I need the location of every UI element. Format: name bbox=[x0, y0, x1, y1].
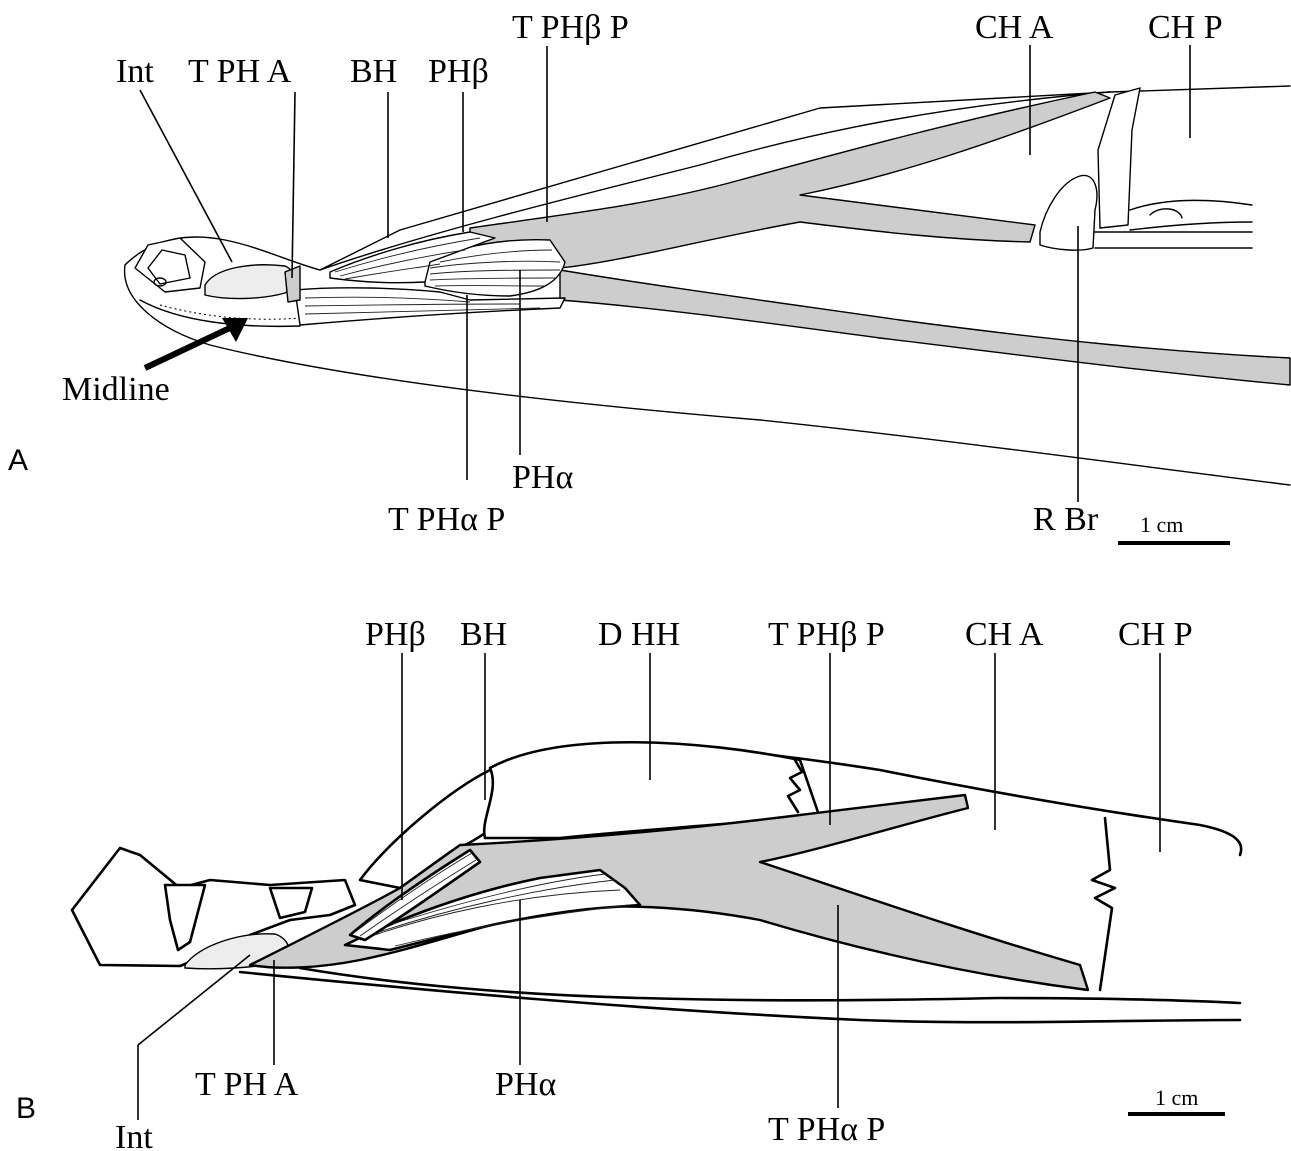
panel-a-scale-label: 1 cm bbox=[1140, 512, 1183, 537]
panel-a-symphysis-bone bbox=[135, 238, 205, 292]
panel-a-ceratohyal-posterior bbox=[1098, 88, 1140, 228]
panel-a-inner-line bbox=[1095, 232, 1252, 248]
panel-a-label-cha: CH A bbox=[975, 9, 1054, 46]
panel-a-interhyal bbox=[205, 265, 295, 299]
panel-a-label-rbr: R Br bbox=[1033, 501, 1099, 538]
panel-a-branchial-ray bbox=[1040, 175, 1097, 250]
panel-b-label-phb: PHβ bbox=[365, 616, 426, 653]
panel-b-label-bh: BH bbox=[460, 616, 507, 653]
panel-b-label-cha: CH A bbox=[965, 616, 1044, 653]
panel-a-label-bh: BH bbox=[350, 53, 397, 90]
panel-a-label-int: Int bbox=[116, 53, 154, 90]
panel-a-jaw-inner bbox=[140, 300, 300, 326]
panel-a-letter: A bbox=[8, 444, 28, 477]
panel-a-label-pha: PHα bbox=[512, 459, 573, 496]
panel-a-label-phb: PHβ bbox=[428, 53, 489, 90]
panel-a-midline-dotted bbox=[160, 305, 300, 319]
panel-b-scale-label: 1 cm bbox=[1155, 1085, 1198, 1110]
panel-a-ceratohyal-anterior-tendon bbox=[470, 92, 1110, 268]
panel-a-pha-posterior-tendon bbox=[560, 270, 1290, 385]
panel-b-label-int: Int bbox=[115, 1119, 153, 1151]
panel-a-label-chp: CH P bbox=[1148, 9, 1223, 46]
panel-a-label-midline: Midline bbox=[62, 371, 170, 408]
panel-a: Int T PH A BH PHβ T PHβ P CH A CH P Midl… bbox=[8, 9, 1290, 543]
panel-a-ceratohyal-posterior-outline bbox=[1130, 200, 1252, 230]
panel-a-midline-arrow bbox=[145, 318, 248, 368]
panel-a-label-tphbp: T PHβ P bbox=[512, 9, 629, 46]
panel-b-letter: B bbox=[16, 1092, 36, 1125]
panel-a-label-tphap: T PHα P bbox=[388, 501, 505, 538]
panel-b-ventral-outline bbox=[240, 972, 1240, 1022]
panel-b-label-tphap: T PHα P bbox=[768, 1111, 885, 1148]
panel-b-zigzag-2 bbox=[1092, 818, 1115, 990]
panel-b-label-tphbp: T PHβ P bbox=[768, 616, 885, 653]
panel-b-ventral-body bbox=[300, 968, 1240, 1003]
panel-b: PHβ BH D HH T PHβ P CH A CH P Int T PH A… bbox=[16, 616, 1241, 1151]
panel-b-label-pha: PHα bbox=[495, 1066, 556, 1103]
panel-a-label-tpha: T PH A bbox=[188, 53, 292, 90]
panel-b-label-dhh: D HH bbox=[598, 616, 680, 653]
panel-b-label-chp: CH P bbox=[1118, 616, 1193, 653]
panel-b-label-tpha: T PH A bbox=[195, 1066, 299, 1103]
